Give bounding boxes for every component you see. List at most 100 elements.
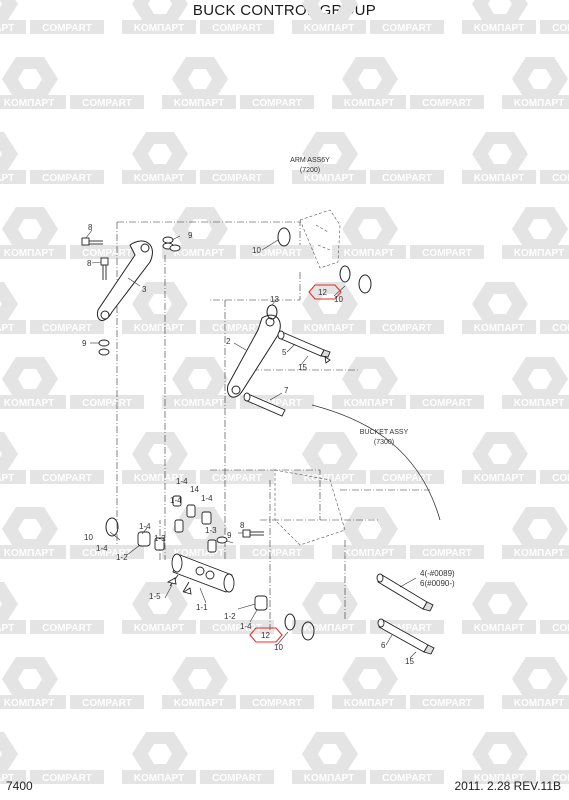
watermark-emblem-icon xyxy=(132,582,188,626)
watermark-banner xyxy=(0,770,26,784)
watermark-text: COMPART xyxy=(552,173,569,184)
watermark-text: KOMПАРТ xyxy=(344,98,394,109)
callout-1-5: 1-5 xyxy=(149,592,161,601)
seal-rings xyxy=(105,227,372,641)
callout-10: 10 xyxy=(274,643,283,652)
watermark-emblem-icon xyxy=(2,507,58,551)
watermark-text: COMPART xyxy=(252,548,302,559)
bucket-assy-label: BUCKET ASSY xyxy=(360,429,409,436)
watermark-emblem-icon xyxy=(342,357,398,401)
callout-10: 10 xyxy=(334,295,343,304)
watermark-banner xyxy=(410,95,484,109)
watermark-text: KOMПАРТ xyxy=(134,623,184,634)
watermark-banner xyxy=(0,95,66,109)
watermark-emblem-icon xyxy=(132,282,188,326)
callout-9: 9 xyxy=(188,231,193,240)
watermark-text: KOMПАРТ xyxy=(474,623,524,634)
watermark-text: KOMПАРТ xyxy=(304,173,354,184)
watermark-emblem-icon xyxy=(132,732,188,776)
watermark-banner xyxy=(240,695,314,709)
watermark-text: KOMПАРТ xyxy=(4,548,54,559)
watermark-emblem-icon xyxy=(132,432,188,476)
grease-fittings xyxy=(166,356,331,595)
watermark-emblem-icon xyxy=(302,582,358,626)
watermark-emblem-icon xyxy=(2,357,58,401)
watermark-banner xyxy=(462,320,536,334)
watermark-text: COMPART xyxy=(252,698,302,709)
watermark-banner xyxy=(0,545,66,559)
watermark-banner xyxy=(332,245,406,259)
watermark-banner xyxy=(122,20,196,34)
bolt-part-8-low xyxy=(242,529,264,538)
watermark-emblem-icon xyxy=(0,732,18,776)
part-callouts: 8 8 9 3 9 10 10 12 13 2 5 15 7 1-4 14 1-… xyxy=(82,223,414,666)
watermark-banner xyxy=(30,470,104,484)
watermark-text: COMPART xyxy=(212,623,262,634)
watermark-text: KOMПАРТ xyxy=(474,323,524,334)
watermark-banner xyxy=(370,20,444,34)
watermark-banner xyxy=(540,320,569,334)
watermark-text: KOMПАРТ xyxy=(344,698,394,709)
callout-1-1: 1-1 xyxy=(196,603,208,612)
callout-1-3: 1-3 xyxy=(205,526,217,535)
watermark-banner xyxy=(292,170,366,184)
watermark-emblem-icon xyxy=(0,132,18,176)
watermark-banner xyxy=(70,395,144,409)
watermark-emblem-icon xyxy=(302,732,358,776)
watermark-text: COMPART xyxy=(212,173,262,184)
watermark-text: COMPART xyxy=(82,98,132,109)
arm-assy-label: ARM ASS6Y xyxy=(290,157,330,164)
watermark-banner xyxy=(0,620,26,634)
watermark-emblem-icon xyxy=(172,357,228,401)
callout-9: 9 xyxy=(227,531,232,540)
watermark-text: COMPART xyxy=(82,698,132,709)
watermark-emblem-icon xyxy=(2,657,58,701)
watermark-banner xyxy=(122,770,196,784)
watermark-emblem-icon xyxy=(342,507,398,551)
pin-part-5 xyxy=(277,330,331,358)
watermark-text: KOMПАРТ xyxy=(4,248,54,259)
watermark-emblem-icon xyxy=(302,132,358,176)
watermark-text: COMPART xyxy=(212,323,262,334)
watermark-banner xyxy=(200,620,274,634)
watermark-banner xyxy=(0,170,26,184)
watermark-text: KOMПАРТ xyxy=(514,698,564,709)
watermark-banner xyxy=(292,620,366,634)
watermark-banner xyxy=(332,95,406,109)
watermark-text: COMPART xyxy=(42,773,92,784)
watermark-text: COMPART xyxy=(212,473,262,484)
page-code: 7400 xyxy=(6,779,33,793)
callout-14: 14 xyxy=(190,485,199,494)
watermark-text: KOMПАРТ xyxy=(174,398,224,409)
watermark-text: COMPART xyxy=(82,548,132,559)
watermark-emblem-icon xyxy=(472,732,528,776)
watermark-text: KOMПАРТ xyxy=(304,323,354,334)
watermark-text: KOMПАРТ xyxy=(134,173,184,184)
watermark-banner xyxy=(200,770,274,784)
arm-assy-stub xyxy=(299,209,341,269)
watermark-banner xyxy=(0,320,26,334)
watermark-text: KOMПАРТ xyxy=(4,98,54,109)
watermark-banner xyxy=(410,545,484,559)
watermark-banner xyxy=(240,545,314,559)
watermark-banner xyxy=(30,770,104,784)
watermark-text: KOMПАРТ xyxy=(514,98,564,109)
callout-1-4: 1-4 xyxy=(96,544,108,553)
callout-12: 12 xyxy=(261,631,270,640)
watermark-banner xyxy=(462,470,536,484)
watermark-emblem-icon xyxy=(172,57,228,101)
watermark-banner xyxy=(462,770,536,784)
bolt-part-8-mid xyxy=(100,257,109,280)
watermark-banner xyxy=(540,170,569,184)
callout-10: 10 xyxy=(84,533,93,542)
watermark-text: COMPART xyxy=(252,248,302,259)
watermark-banner xyxy=(122,620,196,634)
watermark-banner xyxy=(292,320,366,334)
watermark-text: COMPART xyxy=(42,323,92,334)
watermark-emblem-icon xyxy=(342,57,398,101)
watermark-emblem-icon xyxy=(132,0,188,26)
watermark-banner xyxy=(200,470,274,484)
watermark-banner xyxy=(70,245,144,259)
watermark-text: COMPART xyxy=(82,248,132,259)
